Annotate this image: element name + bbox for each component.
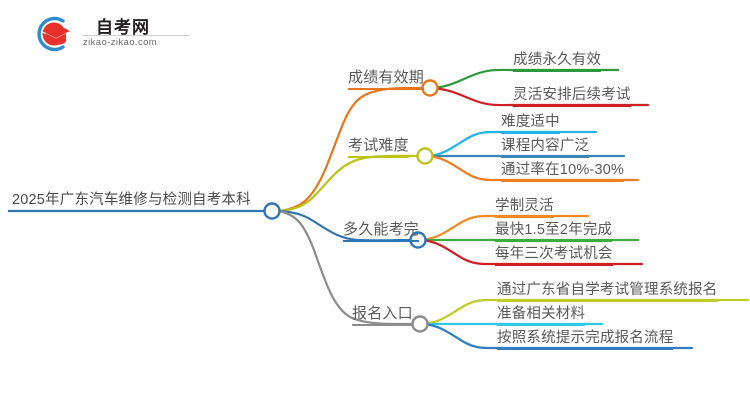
connector-branch-3-leaf-3 [420,238,644,266]
logo-wordmark: 自考网 zikao-zikao.com [82,12,192,56]
connector-branch-1-leaf-1 [432,68,620,90]
leaf-label-4-2[interactable]: 准备相关材料 [497,305,586,326]
connector-root-to-branch-2 [276,154,421,213]
branch-4-node-circle[interactable] [411,315,429,333]
branch-2-node-circle[interactable] [416,147,434,165]
leaf-label-3-2[interactable]: 最快1.5至2年完成 [495,221,613,242]
root-node-circle[interactable] [263,202,281,220]
branch-label-2[interactable]: 考试难度 [348,137,409,158]
connector-branch-1-leaf-2 [432,86,650,107]
branch-label-1[interactable]: 成绩有效期 [348,69,425,90]
logo-divider [82,35,190,36]
branch-1-node-circle[interactable] [421,79,439,97]
root-node-label[interactable]: 2025年广东汽车维修与检测自考本科 [12,192,251,208]
leaf-label-2-1[interactable]: 难度适中 [501,113,560,134]
leaf-label-2-2[interactable]: 课程内容广泛 [501,137,590,158]
logo-name-en: zikao-zikao.com [83,37,158,48]
graduation-cap-icon [37,16,70,52]
connector-branch-4-leaf-3 [422,322,694,350]
leaf-label-1-1[interactable]: 成绩永久有效 [513,51,602,72]
connector-branch-4-leaf-1 [422,298,750,326]
branch-label-4[interactable]: 报名入口 [352,305,413,326]
leaf-label-3-1[interactable]: 学制灵活 [495,197,554,218]
leaf-label-4-1[interactable]: 通过广东省自学考试管理系统报名 [497,281,718,302]
leaf-label-2-3[interactable]: 通过率在10%-30% [501,161,625,182]
connector-root-to-branch-4 [276,209,416,326]
connector-branch-2-leaf-3 [427,154,640,182]
connector-branch-3-leaf-1 [420,214,590,242]
leaf-label-3-3[interactable]: 每年三次考试机会 [495,245,613,266]
branch-label-3[interactable]: 多久能考完 [343,221,420,242]
leaf-label-4-3[interactable]: 按照系统提示完成报名流程 [497,329,674,350]
leaf-label-1-2[interactable]: 灵活安排后续考试 [513,86,631,107]
site-logo[interactable]: 自考网 zikao-zikao.com [32,12,192,56]
logo-name-cn: 自考网 [96,18,150,37]
connector-branch-2-leaf-1 [427,130,598,158]
